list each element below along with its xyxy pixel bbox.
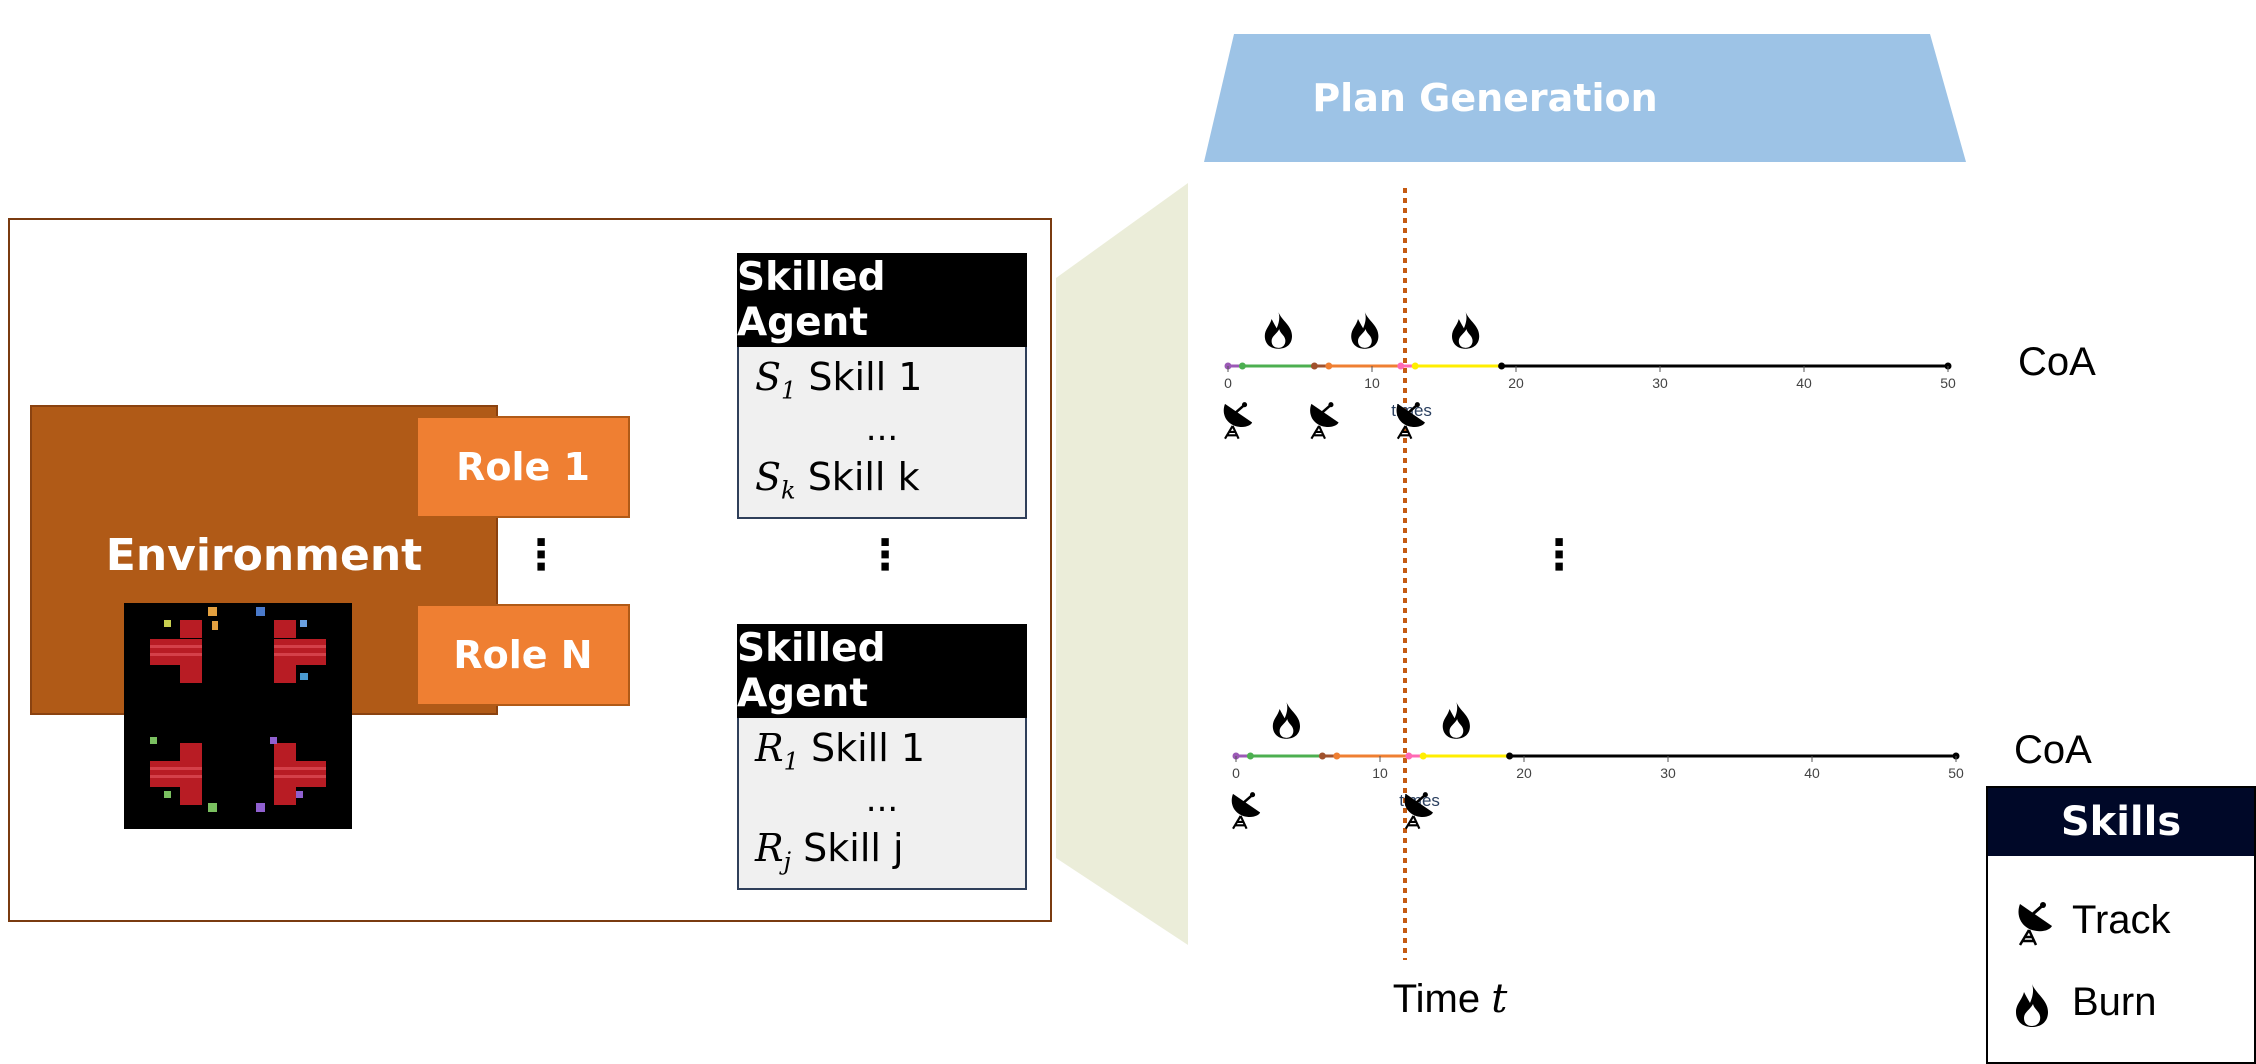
- skill-item: Rj Skill j: [755, 826, 904, 876]
- role-ellipsis: ⋮: [520, 534, 562, 576]
- skill-name: Skill 1: [811, 726, 926, 770]
- game-screenshot-image: [150, 607, 326, 812]
- satellite-dish-icon: [1308, 400, 1339, 440]
- satellite-dish-icon: [2017, 900, 2052, 946]
- skill-symbol: Sk: [755, 455, 796, 505]
- time-axis-label: Time t: [1392, 976, 1508, 1022]
- timeline-point: [1506, 752, 1514, 760]
- skills-legend: Skills Track Burn: [1986, 786, 2256, 1064]
- coa-timeline-1: 01020304050times: [1222, 312, 1956, 440]
- skill-item: Sk Skill k: [755, 455, 920, 505]
- skilled-agent-2: Skilled Agent R1 Skill 1 ... Rj Skill j: [737, 624, 1027, 890]
- tick-label: 0: [1232, 765, 1240, 781]
- skill-name: Skill k: [807, 455, 920, 499]
- timeline-point: [1238, 362, 1246, 370]
- tick-label: 20: [1516, 765, 1532, 781]
- agent-skill-list: S1 Skill 1 ... Sk Skill k: [737, 347, 1027, 519]
- tick-label: 10: [1372, 765, 1388, 781]
- timeline-point: [1405, 752, 1413, 760]
- skill-ellipsis: ...: [865, 409, 899, 449]
- plan-generation-title: Plan Generation: [1312, 76, 1658, 120]
- satellite-dish-icon: [1230, 790, 1261, 830]
- zoom-panel: [1056, 183, 1188, 945]
- skill-item: R1 Skill 1: [755, 726, 925, 776]
- timeline-point: [1411, 362, 1419, 370]
- game-screenshot: [124, 603, 352, 829]
- skill-name: Skill 1: [808, 355, 923, 399]
- tick-label: 10: [1364, 375, 1380, 391]
- timeline-point: [1310, 362, 1318, 370]
- legend-item-burn: Burn: [2072, 980, 2157, 1024]
- tick-label: 0: [1224, 375, 1232, 391]
- fire-icon: [2016, 984, 2048, 1027]
- agent-skill-list: R1 Skill 1 ... Rj Skill j: [737, 718, 1027, 890]
- tick-label: 40: [1796, 375, 1812, 391]
- agent-ellipsis: ⋮: [864, 534, 906, 576]
- timeline-point: [1333, 752, 1341, 760]
- timeline-point: [1325, 362, 1333, 370]
- skill-symbol: S1: [755, 355, 797, 405]
- coa-label-1: CoA: [2018, 340, 2096, 384]
- environment-label: Environment: [105, 530, 423, 581]
- plan-generation-banner: [1204, 34, 1966, 162]
- skill-item: S1 Skill 1: [755, 355, 922, 405]
- timeline-point: [1397, 362, 1405, 370]
- tick-label: 20: [1508, 375, 1524, 391]
- tick-label: 40: [1804, 765, 1820, 781]
- tick-label: 50: [1940, 375, 1956, 391]
- tick-label: 30: [1652, 375, 1668, 391]
- fire-icon: [1452, 312, 1480, 349]
- skilled-agent-1: Skilled Agent S1 Skill 1 ... Sk Skill k: [737, 253, 1027, 519]
- fire-icon: [1272, 702, 1300, 739]
- timeline-ellipsis: ⋮: [1538, 530, 1580, 579]
- legend-title: Skills: [1988, 788, 2254, 856]
- fire-icon: [1351, 312, 1379, 349]
- agent-title: Skilled Agent: [737, 624, 1027, 718]
- skill-ellipsis: ...: [865, 780, 899, 820]
- skill-symbol: R1: [755, 726, 799, 776]
- timeline-point: [1318, 752, 1326, 760]
- role-1-box: Role 1: [416, 416, 630, 518]
- timeline-point: [1498, 362, 1506, 370]
- coa-timeline-2: 01020304050times: [1230, 702, 1964, 830]
- tick-label: 30: [1660, 765, 1676, 781]
- agent-title: Skilled Agent: [737, 253, 1027, 347]
- skill-symbol: Rj: [755, 826, 792, 876]
- satellite-dish-icon: [1222, 400, 1253, 440]
- timeline-point: [1419, 752, 1427, 760]
- fire-icon: [1264, 312, 1292, 349]
- timeline-point: [1246, 752, 1254, 760]
- tick-label: 50: [1948, 765, 1964, 781]
- legend-item-track: Track: [2072, 898, 2171, 942]
- skill-name: Skill j: [803, 826, 904, 870]
- coa-label-2: CoA: [2014, 728, 2092, 772]
- fire-icon: [1442, 702, 1470, 739]
- role-n-box: Role N: [416, 604, 630, 706]
